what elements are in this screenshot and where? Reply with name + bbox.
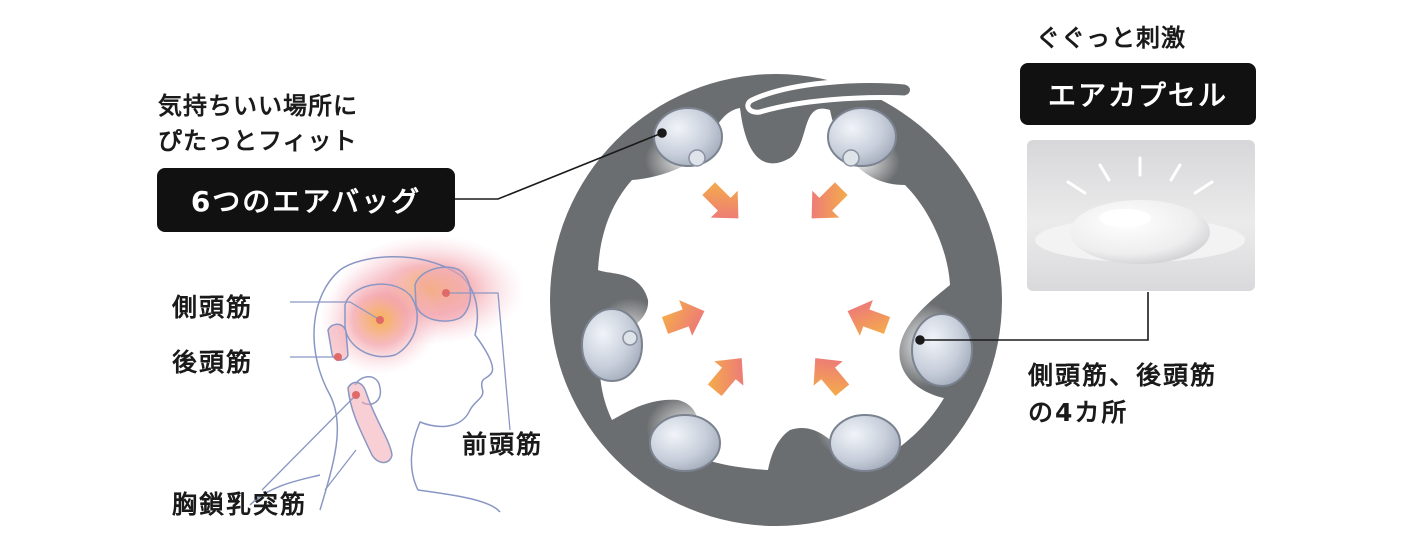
pressure-arrows xyxy=(661,182,891,397)
airbag-bottom-left xyxy=(649,414,721,472)
label-frontal: 前頭筋 xyxy=(462,430,544,459)
left-lead-line2: ぴたっとフィット xyxy=(158,127,358,155)
label-temporal: 側頭筋 xyxy=(172,293,254,322)
leader-lines xyxy=(455,128,1149,345)
airbag-bottom-right xyxy=(829,414,901,472)
right-caption-line2: の4カ所 xyxy=(1028,398,1129,427)
label-occipital: 後頭筋 xyxy=(172,348,254,377)
ring-device xyxy=(550,74,1002,526)
airbag-top-right xyxy=(827,107,897,167)
airbag-mid-right xyxy=(911,313,973,387)
arrow-bottom-right xyxy=(813,358,850,397)
air-capsule-photo xyxy=(1027,140,1255,291)
label-scm: 胸鎖乳突筋 xyxy=(172,490,308,519)
arrow-top-right xyxy=(811,182,848,219)
head-illustration xyxy=(249,235,525,513)
air-capsule-badge: エアカプセル xyxy=(1020,63,1256,125)
arrow-mid-right xyxy=(847,300,891,336)
arrow-top-left xyxy=(702,182,739,219)
right-caption-line1: 側頭筋、後頭筋 xyxy=(1028,361,1218,390)
airbag-mid-left xyxy=(581,308,643,382)
left-lead-line1: 気持ちいい場所に xyxy=(158,92,358,120)
air-capsule-label: エアカプセル xyxy=(1047,79,1228,112)
arrow-mid-left xyxy=(661,300,705,336)
airbag-count-badge: 6つのエアバッグ xyxy=(157,168,455,232)
airbag-count-label: 6つのエアバッグ xyxy=(190,185,422,218)
right-lead: ぐぐっと刺激 xyxy=(1036,24,1186,52)
airbags xyxy=(581,107,973,472)
arrow-bottom-left xyxy=(707,358,744,397)
